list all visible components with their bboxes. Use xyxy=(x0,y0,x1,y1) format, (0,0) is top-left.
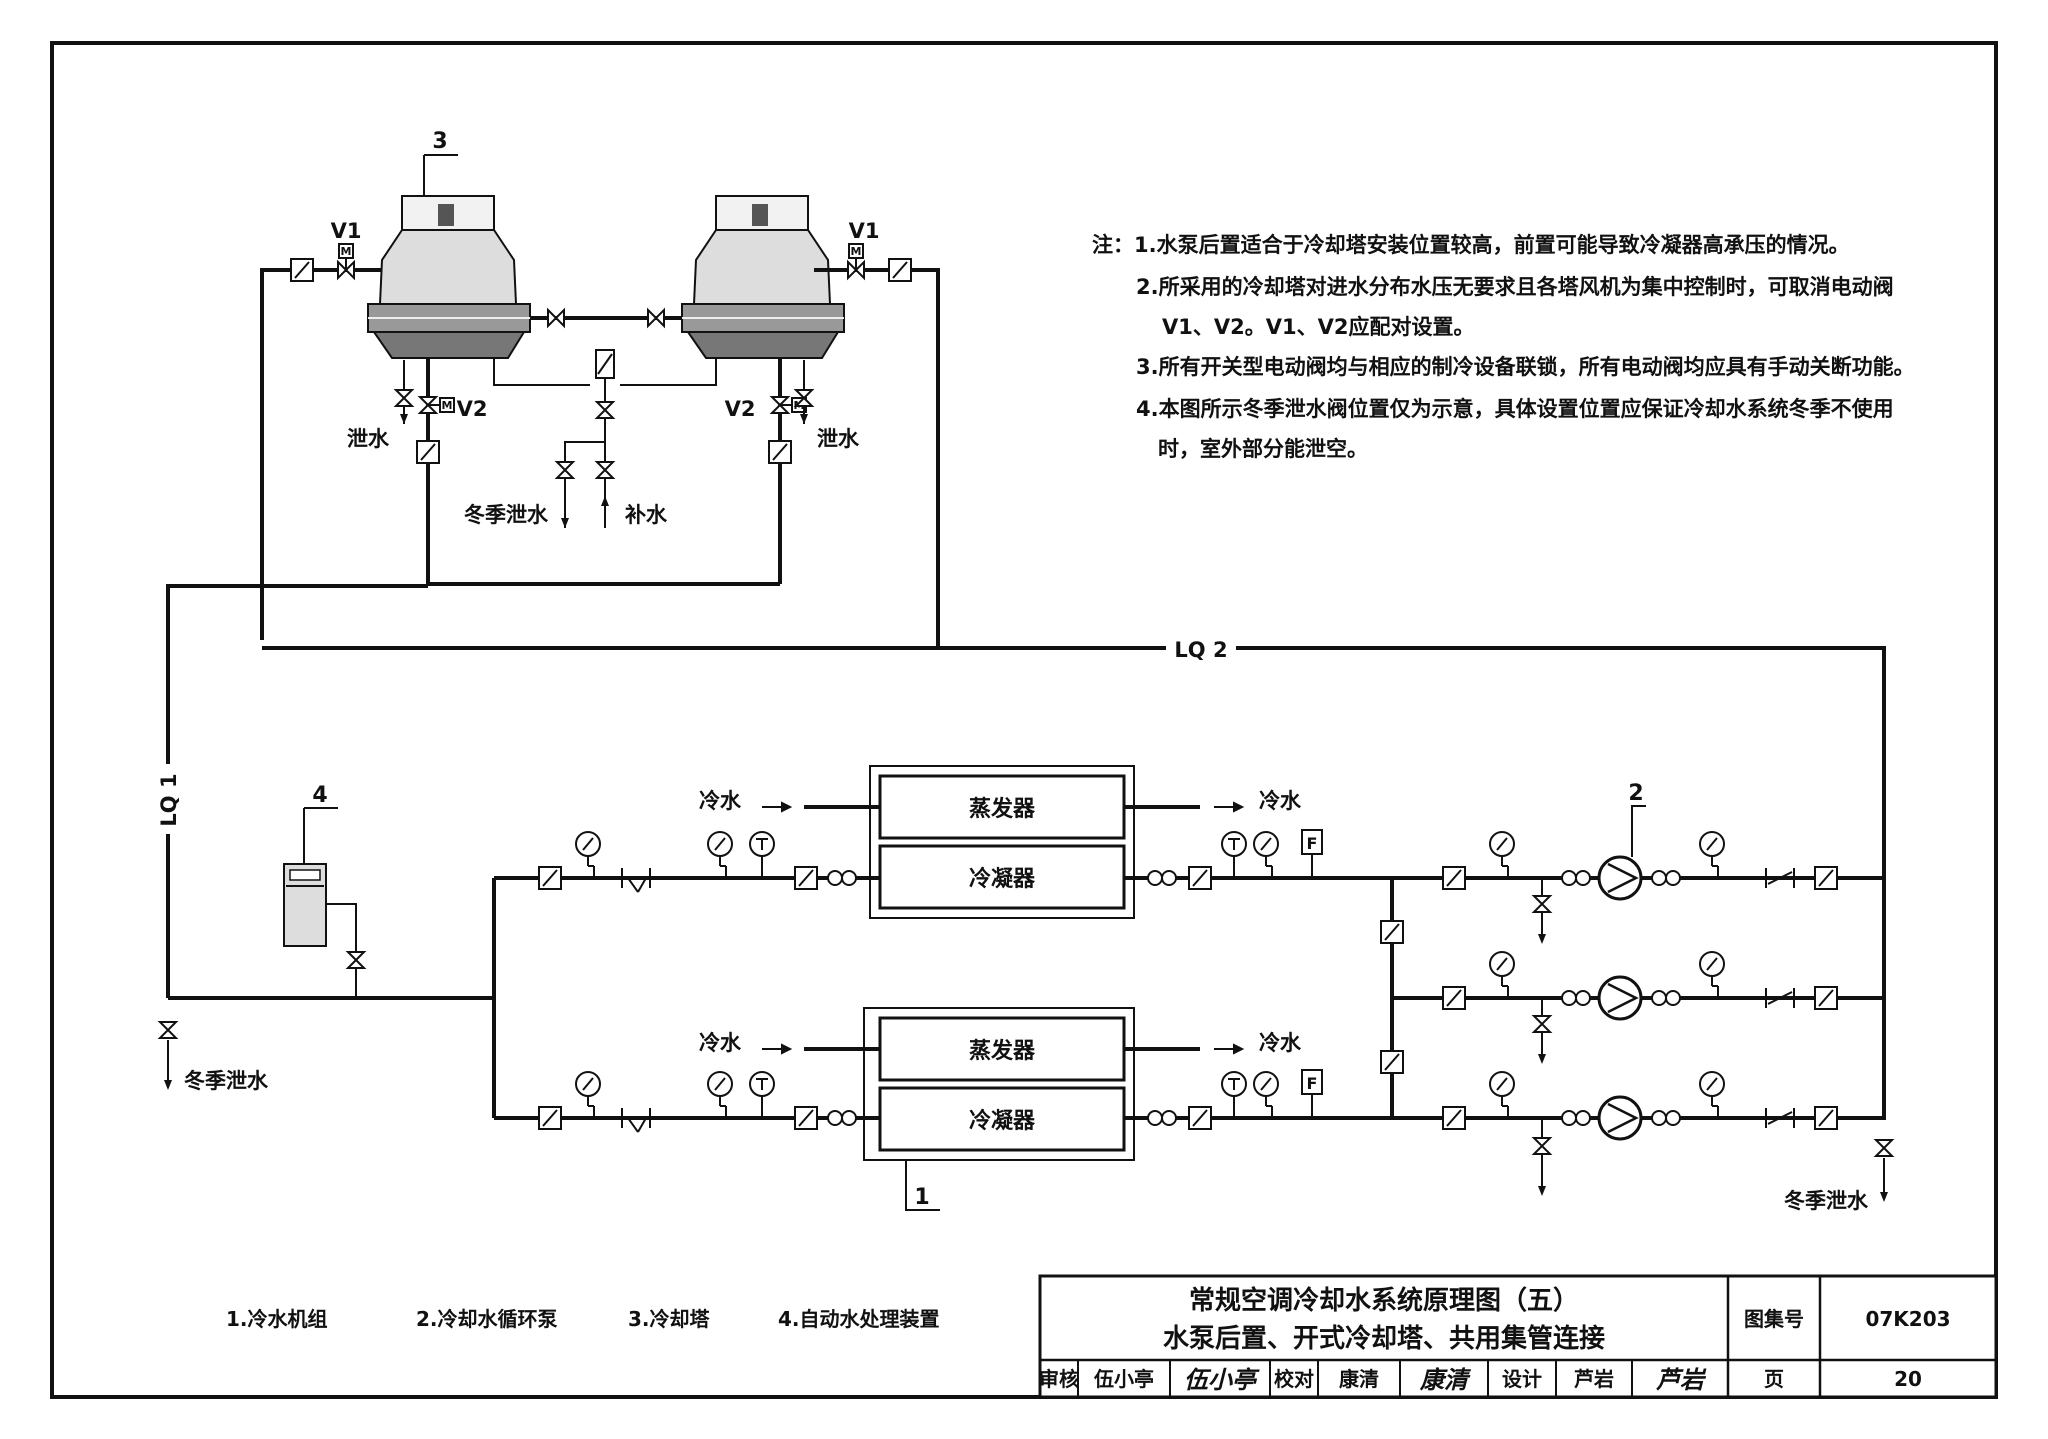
reviewer-name: 伍小亭 xyxy=(1093,1367,1154,1391)
title-line-1: 常规空调冷却水系统原理图（五） xyxy=(1189,1285,1579,1316)
design-label: 设计 xyxy=(1502,1367,1542,1391)
title-line-2: 水泵后置、开式冷却塔、共用集管连接 xyxy=(1163,1323,1605,1354)
lq1-label-text: LQ 1 xyxy=(157,773,181,826)
designer-name: 芦岩 xyxy=(1574,1367,1614,1391)
reviewer-signature: 伍小亭 xyxy=(1184,1365,1260,1394)
note-4: 4.本图所示冬季泄水阀位置仅为示意，具体设置位置应保证冷却水系统冬季不使用 xyxy=(1136,397,1894,421)
note-3: 3.所有开关型电动阀均与相应的制冷设备联锁，所有电动阀均应具有手动关断功能。 xyxy=(1136,355,1915,379)
note-4-cont: 时，室外部分能泄空。 xyxy=(1158,437,1368,461)
winter-drain-top-label: 冬季泄水 xyxy=(464,503,549,527)
makeup-label: 补水 xyxy=(624,503,668,527)
atlas-number: 07K203 xyxy=(1865,1307,1950,1331)
legend-item-2: 2.冷却水循环泵 xyxy=(416,1307,558,1331)
lq2-label: LQ 2 xyxy=(1174,638,1227,662)
drain-left-label: 泄水 xyxy=(347,427,390,451)
cooling-tower-right xyxy=(681,195,845,359)
cooling-tower-left xyxy=(367,195,531,359)
v2-right-label: V2 xyxy=(725,397,756,421)
chiller-unit-top xyxy=(869,765,1135,919)
checker-name: 康清 xyxy=(1339,1367,1379,1391)
chiller-unit-bottom xyxy=(863,1007,1135,1161)
legend: 1.冷水机组 2.冷却水循环泵 3.冷却塔 4.自动水处理装置 xyxy=(226,1307,940,1331)
v2-left-label: V2 xyxy=(457,397,488,421)
v1-left-label: V1 xyxy=(331,219,362,243)
winter-drain-right-label: 冬季泄水 xyxy=(1784,1189,1869,1213)
note-2-cont: V1、V2。V1、V2应配对设置。 xyxy=(1162,315,1474,339)
chiller-item-number: 1 xyxy=(914,1185,929,1210)
flow-meter-bottom: F xyxy=(1307,1074,1318,1093)
legend-item-3: 3.冷却塔 xyxy=(628,1307,711,1331)
chilled-water-in-bottom: 冷水 xyxy=(699,1031,742,1055)
checker-signature: 康清 xyxy=(1419,1365,1472,1394)
page-number: 20 xyxy=(1894,1367,1922,1391)
water-treatment-item-number: 4 xyxy=(312,783,327,808)
drawing-frame xyxy=(50,41,1998,1399)
designer-signature: 芦岩 xyxy=(1656,1365,1707,1394)
tower-item-number: 3 xyxy=(432,129,447,154)
drain-right-label: 泄水 xyxy=(817,427,860,451)
review-label: 审核 xyxy=(1039,1367,1079,1391)
flow-meter-top: F xyxy=(1307,834,1318,853)
title-block xyxy=(1038,1274,1998,1399)
evaporator-top-label: 蒸发器 xyxy=(969,796,1036,822)
note-1: 注：1.水泵后置适合于冷却塔安装位置较高，前置可能导致冷凝器高承压的情况。 xyxy=(1092,233,1850,257)
note-2: 2.所采用的冷却塔对进水分布水压无要求且各塔风机为集中控制时，可取消电动阀 xyxy=(1136,275,1894,299)
pump-row-1 xyxy=(1442,831,1838,944)
check-label: 校对 xyxy=(1274,1367,1314,1391)
notes: 注：1.水泵后置适合于冷却塔安装位置较高，前置可能导致冷凝器高承压的情况。 2.… xyxy=(1092,233,1915,461)
atlas-label: 图集号 xyxy=(1744,1307,1804,1331)
page-label: 页 xyxy=(1764,1367,1784,1391)
winter-drain-left-label: 冬季泄水 xyxy=(184,1069,269,1093)
legend-item-1: 1.冷水机组 xyxy=(226,1307,328,1331)
condenser-top-label: 冷凝器 xyxy=(969,866,1036,892)
chilled-water-out-bottom: 冷水 xyxy=(1259,1031,1302,1055)
legend-item-4: 4.自动水处理装置 xyxy=(778,1307,940,1331)
evaporator-bottom-label: 蒸发器 xyxy=(969,1038,1036,1064)
chilled-water-in-top: 冷水 xyxy=(699,789,742,813)
pump-row-2 xyxy=(1442,951,1838,1064)
chilled-water-out-top: 冷水 xyxy=(1259,789,1302,813)
pump-row-3 xyxy=(1442,1071,1838,1196)
v1-right-label: V1 xyxy=(849,219,880,243)
water-treatment-device xyxy=(283,863,327,947)
pump-item-number: 2 xyxy=(1628,781,1643,806)
condenser-bottom-label: 冷凝器 xyxy=(969,1108,1036,1134)
